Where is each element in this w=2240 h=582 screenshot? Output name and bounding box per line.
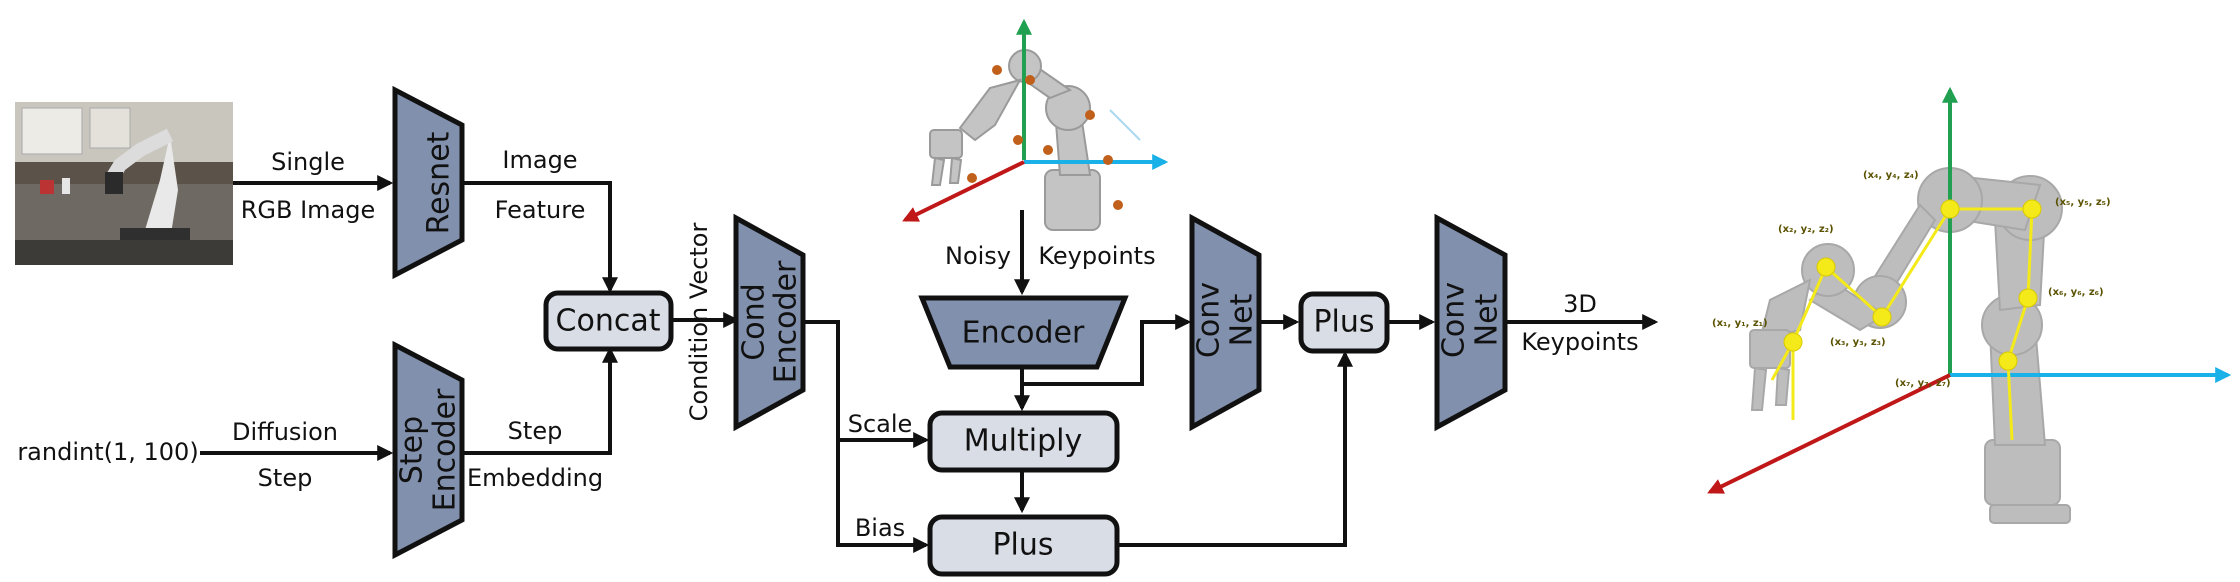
plus-bottom-block: Plus — [927, 514, 1120, 577]
robot-arm-illustration — [929, 49, 1101, 231]
conv-net-1-label-a: Conv — [1192, 282, 1227, 358]
encoder-label: Encoder — [962, 316, 1085, 351]
feature-label: Feature — [495, 196, 586, 224]
keypoint-label-4: (x₄, y₄, z₄) — [1863, 170, 1919, 181]
conv-net-1-label-b: Net — [1225, 293, 1260, 346]
concat-label: Concat — [556, 304, 661, 339]
step-label: Step — [258, 464, 313, 492]
keypoint-label-1: (x₁, y₁, z₁) — [1712, 318, 1768, 329]
multiply-block: Multiply — [927, 410, 1120, 473]
bias-label: Bias — [855, 514, 905, 542]
rgb-input-photo — [15, 102, 233, 265]
step-encoder-block: Step Encoder — [392, 340, 465, 560]
keypoint-label-6: (x₆, y₆, z₆) — [2048, 287, 2104, 298]
condition-vector-label: Condition Vector — [685, 223, 713, 422]
keypoint-coordinate-labels: (x₁, y₁, z₁) (x₂, y₂, z₂) (x₃, y₃, z₃) (… — [1712, 170, 2111, 389]
randint-label: randint(1, 100) — [17, 438, 198, 466]
step-embedding-label-1: Step — [508, 417, 563, 445]
keypoints-label: Keypoints — [1038, 242, 1155, 270]
encoder-block: Encoder — [918, 295, 1129, 370]
conv-net-2-block: Conv Net — [1434, 213, 1508, 432]
diffusion-label: Diffusion — [232, 418, 338, 446]
plus-right-label: Plus — [1313, 305, 1374, 340]
connections — [200, 175, 1659, 553]
conv-net-1-block: Conv Net — [1189, 213, 1262, 432]
step-encoder-label-2: Encoder — [428, 388, 463, 511]
conv-net-2-label-b: Net — [1470, 293, 1505, 346]
cond-encoder-label-1: Cond — [737, 283, 772, 360]
multiply-label: Multiply — [964, 424, 1082, 459]
resnet-label: Resnet — [422, 131, 457, 234]
single-label: Single — [271, 148, 345, 176]
plus-right-block: Plus — [1298, 291, 1390, 354]
cond-encoder-label-2: Encoder — [769, 260, 804, 383]
keypoint-label-2: (x₂, y₂, z₂) — [1778, 224, 1834, 235]
noisy-keypoints — [967, 65, 1123, 210]
concat-block: Concat — [543, 290, 674, 352]
z-axis-arrow — [902, 160, 1025, 222]
step-encoder-label-1: Step — [395, 416, 430, 484]
output-keypoints-label: Keypoints — [1521, 328, 1638, 356]
step-embedding-label-2: Embedding — [467, 464, 603, 492]
keypoint-label-3: (x₃, y₃, z₃) — [1830, 337, 1886, 348]
keypoint-label-5: (x₅, y₅, z₅) — [2055, 197, 2111, 208]
keypoint-label-7: (x₇, y₇, z₇) — [1895, 378, 1951, 389]
keypoint-markers — [1783, 199, 2042, 371]
noisy-label: Noisy — [945, 242, 1011, 270]
cond-encoder-block: Cond Encoder — [733, 213, 806, 432]
conv-net-2-label-a: Conv — [1437, 282, 1472, 358]
resnet-block: Resnet — [392, 85, 465, 280]
rgb-image-label: RGB Image — [241, 196, 376, 224]
scale-label: Scale — [848, 410, 913, 438]
plus-bottom-label: Plus — [992, 528, 1053, 563]
z-axis-arrow-right — [1707, 373, 1951, 494]
noisy-robot-figure — [902, 18, 1169, 231]
image-label: Image — [502, 146, 577, 174]
output-3d-label: 3D — [1563, 290, 1597, 318]
keypoints-robot-figure: (x₁, y₁, z₁) (x₂, y₂, z₂) (x₃, y₃, z₃) (… — [1707, 86, 2232, 524]
